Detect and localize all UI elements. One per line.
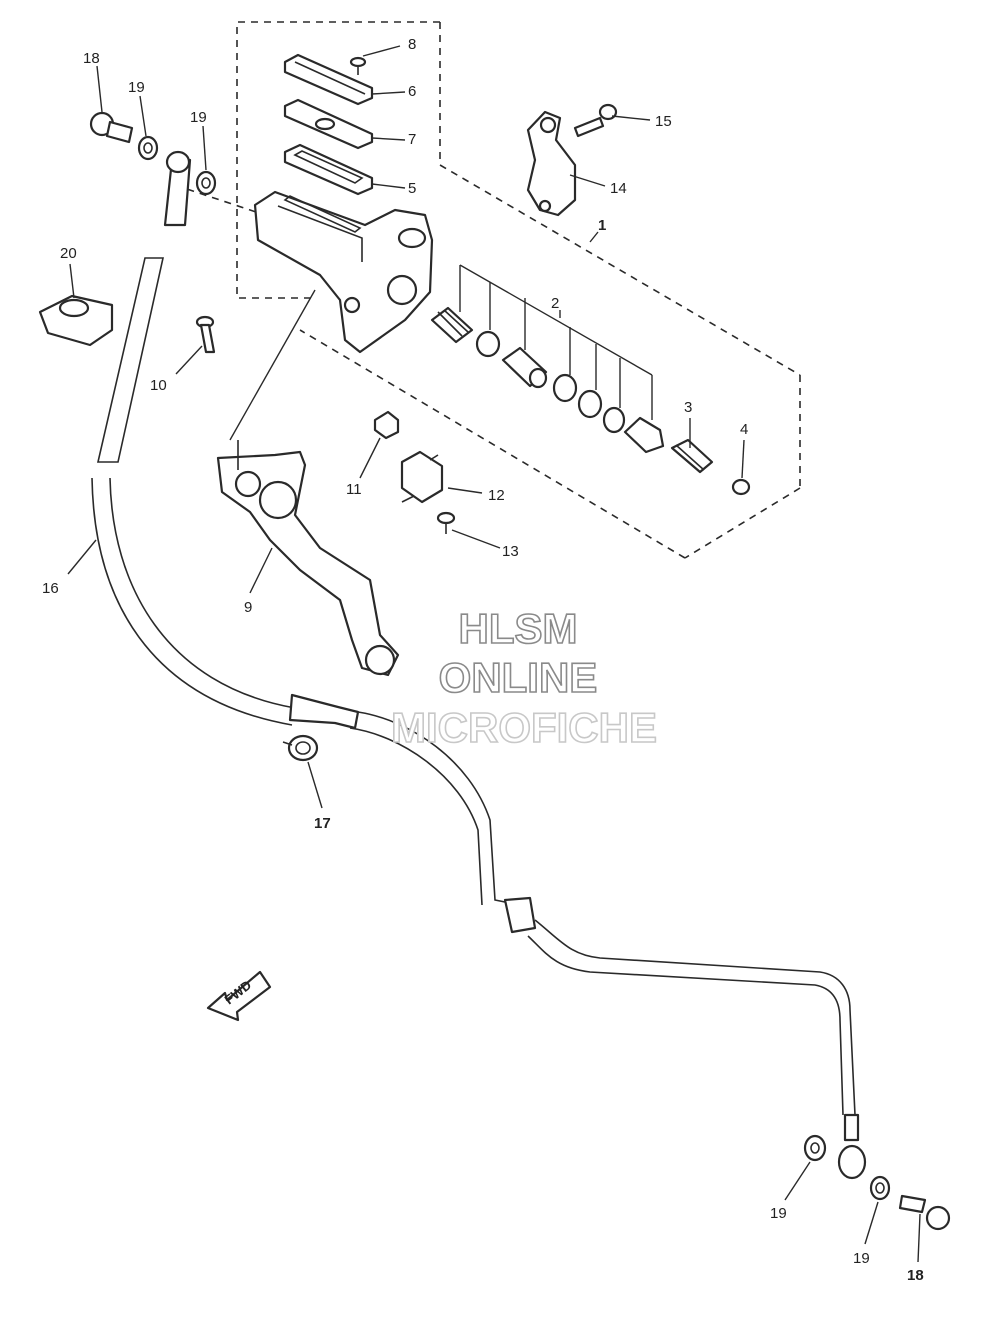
callout-7: 7 [408, 131, 416, 148]
callout-5: 5 [408, 180, 416, 197]
hose-16 [91, 150, 867, 1180]
callout-4: 4 [740, 421, 748, 438]
callout-18-bottom: 18 [907, 1267, 924, 1284]
callout-14: 14 [610, 180, 627, 197]
callout-16: 16 [42, 580, 59, 597]
fwd-arrow-icon: FWD [206, 970, 272, 1022]
callout-2: 2 [551, 295, 559, 312]
callout-10: 10 [150, 377, 167, 394]
banjo-bolt-18-top [89, 111, 134, 144]
callout-11: 11 [346, 481, 362, 498]
callout-12: 12 [488, 487, 505, 504]
callout-8: 8 [408, 36, 416, 53]
master-cylinder-body [253, 190, 434, 354]
pivot-bolt-10 [195, 315, 216, 354]
washer-19-bottom-left [803, 1134, 827, 1162]
callout-9: 9 [244, 599, 252, 616]
washer-19-top-right [195, 170, 217, 196]
screw-13 [436, 511, 456, 534]
bolt-15 [573, 103, 618, 138]
callout-19-bottom-left: 19 [770, 1205, 787, 1222]
callout-13: 13 [502, 543, 519, 560]
reservoir-cap-6 [283, 53, 374, 106]
callouts: 1 2 3 4 5 6 7 8 9 10 11 12 13 14 15 16 1… [42, 36, 924, 1284]
callout-19-top-left: 19 [128, 79, 145, 96]
diaphragm-5 [283, 143, 374, 196]
callout-17: 17 [314, 815, 331, 832]
screw-8 [349, 56, 367, 75]
lever-9 [216, 289, 400, 677]
bleed-cap-4 [731, 478, 751, 496]
watermark-line-3: MICROFICHE [391, 704, 657, 751]
hose-guide-17 [282, 734, 319, 762]
banjo-bolt-18-bottom [898, 1194, 951, 1231]
callout-18-top: 18 [83, 50, 100, 67]
assembly-boundary-reservoir [236, 21, 801, 376]
callout-19-bottom-right: 19 [853, 1250, 870, 1267]
clamp-20 [38, 294, 114, 347]
holder-14 [526, 110, 577, 217]
piston-kit-2 [430, 264, 665, 454]
bleed-screw-3 [670, 438, 714, 474]
leader-lines [67, 45, 921, 1263]
callout-3: 3 [684, 399, 692, 416]
boot-11 [373, 410, 400, 440]
callout-20: 20 [60, 245, 77, 262]
callout-1: 1 [598, 217, 606, 234]
callout-19-top-right: 19 [190, 109, 207, 126]
watermark-line-2: ONLINE [439, 654, 598, 701]
diaphragm-plate-7 [283, 98, 374, 150]
washer-19-top-left [137, 135, 159, 161]
washer-19-bottom-right [869, 1175, 891, 1201]
watermark: HLSM ONLINE MICROFICHE [390, 604, 658, 752]
switch-12 [400, 450, 444, 504]
watermark-line-1: HLSM [459, 605, 578, 652]
assembly-boundary-master-cylinder [174, 184, 801, 559]
callout-6: 6 [408, 83, 416, 100]
callout-15: 15 [655, 113, 672, 130]
